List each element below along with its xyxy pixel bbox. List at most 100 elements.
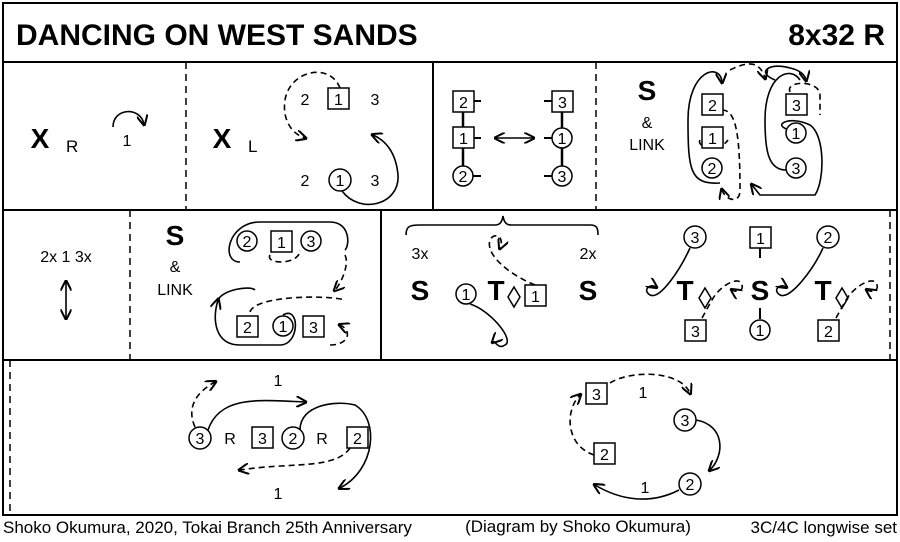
man-token	[593, 442, 616, 465]
dancer-number: 3	[196, 431, 205, 448]
dancer-number: 3	[558, 95, 567, 112]
figure-letter: S	[411, 275, 430, 306]
man-token	[701, 93, 724, 116]
man-token	[346, 426, 369, 449]
dancer-number: 1	[708, 131, 717, 148]
dancer-number: 1	[123, 133, 132, 150]
figure-letter: S	[638, 75, 657, 106]
dancer-number: 1	[756, 231, 765, 248]
figure-letter: S	[166, 220, 185, 251]
set-and-link-figure-2: S & LINK 2 1 3 2 1 3	[157, 220, 348, 346]
diamond-icon	[698, 286, 712, 310]
dancer-number: 3	[371, 173, 380, 190]
woman-token	[455, 283, 477, 305]
man-token	[270, 230, 293, 253]
dancer-number: 2	[301, 92, 310, 109]
woman-token	[816, 225, 840, 249]
dance-title: DANCING ON WEST SANDS	[16, 19, 418, 52]
man-token	[585, 382, 608, 405]
dancer-number: 1	[334, 92, 343, 109]
dancer-number: 2	[243, 320, 252, 337]
woman-token	[749, 319, 771, 341]
dancer-number: 2	[824, 324, 833, 341]
man-token	[817, 319, 840, 342]
woman-token	[328, 168, 352, 192]
dancer-number: 3	[307, 234, 316, 251]
woman-token	[236, 230, 258, 252]
dancer-number: 2	[708, 161, 717, 178]
dancer-number: 2	[243, 234, 252, 251]
dancer-number: 3	[258, 431, 267, 448]
link-label: LINK	[629, 137, 665, 154]
dancer-number: 3	[691, 324, 700, 341]
dancer-number: 1	[756, 323, 765, 340]
solid-path-arrow	[341, 135, 399, 206]
dancer-number: 3	[309, 320, 318, 337]
corner-turns-figure: 3 1 2 T S T 3 1 2	[647, 225, 879, 342]
count-label: 1	[639, 385, 648, 402]
repeat-label: 2x 1 3x	[40, 249, 92, 266]
link-label: LINK	[157, 282, 193, 299]
woman-token	[300, 230, 322, 252]
footer-diagram-by: (Diagram by Shoko Okumura)	[465, 517, 691, 536]
dancer-number: 1	[531, 289, 540, 306]
dancer-number: 2	[459, 169, 468, 186]
woman-token	[281, 426, 305, 450]
count-label: 1	[274, 373, 283, 390]
dashed-path-arrow	[283, 71, 341, 138]
count-label: 1	[274, 486, 283, 503]
man-token	[684, 319, 707, 342]
dancer-number: 1	[462, 287, 471, 304]
dancer-number: 2	[459, 95, 468, 112]
turn-arrow-icon	[112, 110, 144, 127]
man-token	[524, 284, 547, 307]
figure-letter: S	[751, 275, 770, 306]
dancer-number: 2	[708, 98, 717, 115]
set-turn-figure: 3x 2x S 1 T 1 S	[405, 215, 599, 348]
diamond-icon	[507, 285, 521, 309]
repeat-count: 3x	[412, 246, 429, 263]
woman-token	[785, 157, 807, 179]
dancer-number: 1	[277, 235, 286, 252]
footer-credit: Shoko Okumura, 2020, Tokai Branch 25th A…	[3, 518, 412, 537]
figure-letter: T	[814, 275, 831, 306]
footer-set-type: 3C/4C longwise set	[751, 518, 898, 537]
man-token	[785, 93, 808, 116]
dancer-number: 3	[681, 413, 690, 430]
man-token	[236, 315, 259, 338]
woman-token	[701, 157, 723, 179]
dancer-number: 2	[289, 431, 298, 448]
man-token	[302, 315, 325, 338]
dancer-number: 3	[792, 98, 801, 115]
woman-token	[188, 426, 212, 450]
dancer-number: 3	[592, 387, 601, 404]
woman-token	[785, 122, 807, 144]
change-places-figure: 2 1 2 3 1 3	[452, 90, 574, 187]
dancer-number: 2	[824, 230, 833, 247]
dancer-number: 2	[686, 477, 695, 494]
figure-letter: S	[579, 275, 598, 306]
man-token	[701, 126, 724, 149]
cross-left-figure: X L 2 1 3 2 1 3	[213, 71, 399, 206]
set-and-link-figure: S & LINK 2 1 2 3 1 3	[629, 63, 823, 200]
direction-label: R	[224, 431, 236, 448]
dancer-number: 3	[792, 161, 801, 178]
count-label: 1	[641, 480, 650, 497]
formation-label: 8x32 R	[788, 19, 885, 52]
direction-label: R	[316, 431, 328, 448]
figure-letter: T	[487, 275, 504, 306]
hand-label: R	[66, 137, 78, 156]
hand-label: L	[248, 137, 257, 156]
dancer-number: 3	[371, 92, 380, 109]
woman-token	[683, 225, 707, 249]
cross-right-figure: X R 1	[31, 110, 144, 156]
diamond-icon	[835, 286, 849, 310]
bracket	[405, 215, 599, 236]
dancer-number: 1	[336, 173, 345, 190]
dancer-number: 1	[459, 131, 468, 148]
ampersand-label: &	[170, 259, 181, 276]
figure-letter: T	[676, 275, 693, 306]
woman-token	[678, 472, 702, 496]
dancer-number: 1	[558, 131, 567, 148]
